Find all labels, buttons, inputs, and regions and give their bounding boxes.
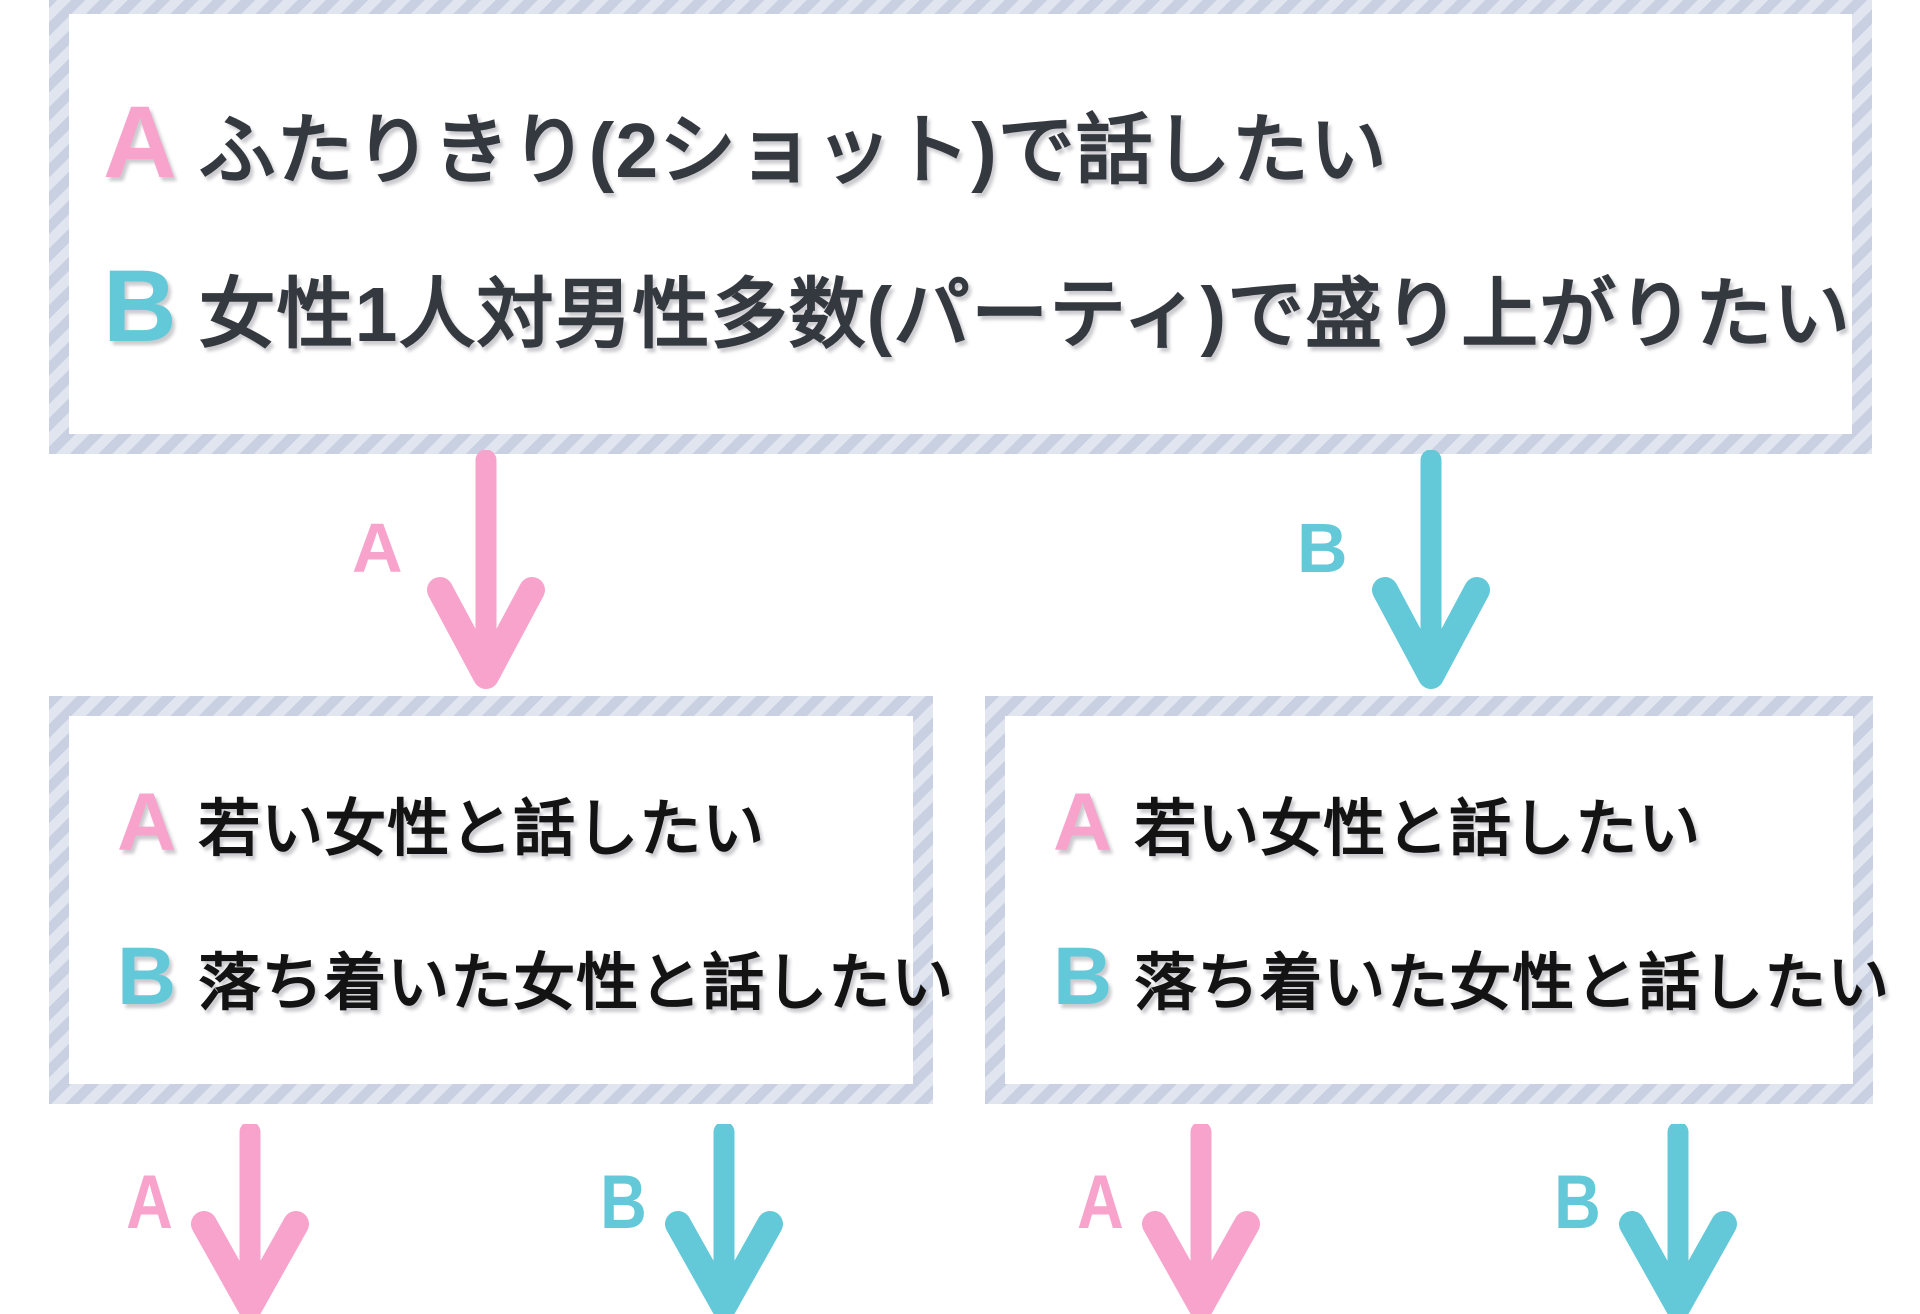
option-a-text: 若い女性と話したい — [198, 795, 766, 864]
bottom-branch-b-left-label: B — [600, 1160, 647, 1245]
second-question-box-left: A 若い女性と話したい B 落ち着いた女性と話したい — [49, 696, 953, 1104]
left-option-a: A 若い女性と話したい — [117, 782, 913, 864]
right-option-a: A 若い女性と話したい — [1053, 782, 1853, 864]
option-a-text: ふたりきり(2ショット)で話したい — [198, 108, 1388, 194]
option-a-letter: A — [117, 777, 177, 868]
root-question-box-inner: A ふたりきり(2ショット)で話したい B 女性1人対男性多数(パーティ)で盛り… — [69, 14, 1852, 434]
right-option-b: B 落ち着いた女性と話したい — [1053, 931, 1889, 1022]
root-option-a: A ふたりきり(2ショット)で話したい — [103, 91, 1852, 193]
bottom-branch-b-right-connector: B — [1550, 1124, 1737, 1314]
bottom-branch-a-right-label: A — [1077, 1160, 1124, 1245]
bottom-branch-a-right-connector: A — [1073, 1124, 1260, 1314]
option-b-letter: B — [1053, 931, 1113, 1022]
down-arrow-teal-icon — [664, 1124, 783, 1314]
left-option-b: B 落ち着いた女性と話したい — [117, 931, 953, 1022]
down-arrow-teal-icon — [1618, 1124, 1737, 1314]
option-a-text: 若い女性と話したい — [1134, 795, 1702, 864]
bottom-branch-a-left-connector: A — [122, 1124, 309, 1314]
option-b-text: 落ち着いた女性と話したい — [1134, 949, 1891, 1018]
root-option-b: B 女性1人対男性多数(パーティ)で盛り上がりたい — [103, 255, 1852, 357]
bottom-branch-b-right-label: B — [1554, 1160, 1601, 1245]
bottom-branch-b-left-connector: B — [596, 1124, 783, 1314]
down-arrow-pink-icon — [426, 450, 545, 689]
down-arrow-pink-icon — [190, 1124, 309, 1314]
second-question-box-right: A 若い女性と話したい B 落ち着いた女性と話したい — [985, 696, 1889, 1104]
root-question-box: A ふたりきり(2ショット)で話したい B 女性1人対男性多数(パーティ)で盛り… — [49, 0, 1872, 454]
down-arrow-pink-icon — [1141, 1124, 1260, 1314]
option-a-letter: A — [1053, 777, 1113, 868]
option-b-text: 女性1人対男性多数(パーティ)で盛り上がりたい — [198, 272, 1852, 358]
branch-b-label: B — [1297, 509, 1348, 587]
second-question-box-left-inner: A 若い女性と話したい B 落ち着いた女性と話したい — [69, 716, 953, 1084]
second-question-box-right-inner: A 若い女性と話したい B 落ち着いた女性と話したい — [1005, 716, 1889, 1084]
option-a-letter: A — [103, 85, 177, 199]
option-b-text: 落ち着いた女性と話したい — [198, 949, 955, 1018]
branch-b-connector: B — [1297, 450, 1492, 690]
option-b-letter: B — [103, 249, 177, 363]
option-b-letter: B — [117, 931, 177, 1022]
bottom-branch-a-left-label: A — [126, 1160, 173, 1245]
branch-a-connector: A — [352, 450, 547, 690]
down-arrow-teal-icon — [1371, 450, 1490, 689]
branch-a-label: A — [352, 509, 403, 587]
